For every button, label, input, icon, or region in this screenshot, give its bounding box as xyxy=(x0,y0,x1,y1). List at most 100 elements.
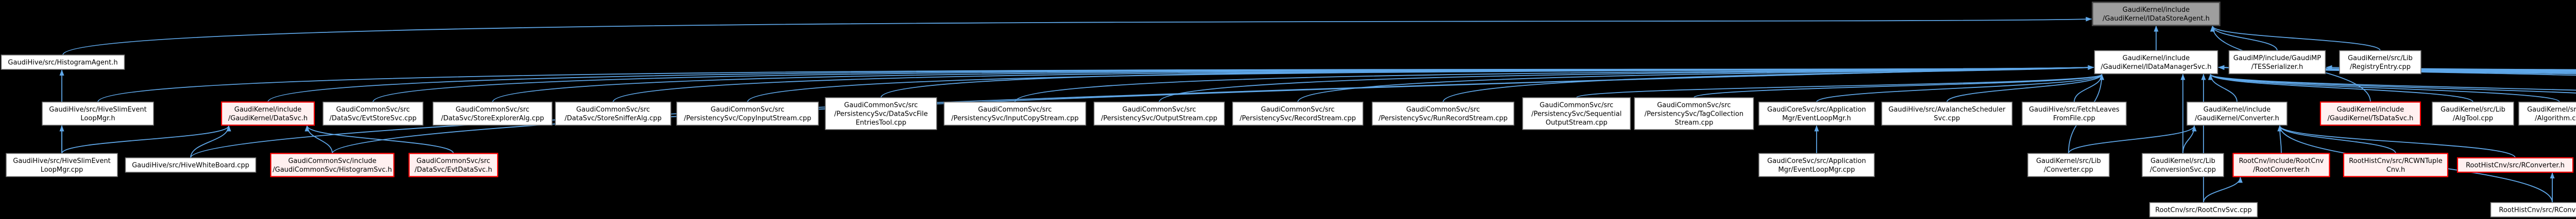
node-box-histogramagent[interactable] xyxy=(1,54,125,70)
node-label-datasvcfile-line1: GaudiCommonSvc/src xyxy=(844,102,918,110)
node-box-converter_h[interactable] xyxy=(2187,101,2287,126)
node-label-seqoutput-line1: GaudiCommonSvc/src xyxy=(1539,102,1613,110)
node-conversionsvc_cpp[interactable]: GaudiKernel/src/Lib/ConversionSvc.cpp xyxy=(2142,153,2224,177)
node-box-avalanche[interactable] xyxy=(1881,101,2013,126)
node-label-seqoutput-line2: /PersistencySvc/Sequential xyxy=(1531,111,1621,118)
node-label-conversionsvc_cpp-line1: GaudiKernel/src/Lib xyxy=(2150,157,2215,165)
node-box-copyinput[interactable] xyxy=(676,101,819,126)
node-box-datasvc[interactable] xyxy=(221,101,315,126)
node-box-recordstream[interactable] xyxy=(1232,101,1364,126)
node-box-rconverter_h[interactable] xyxy=(2456,157,2574,173)
node-converter_h[interactable]: GaudiKernel/include/GaudiKernel/Converte… xyxy=(2187,101,2287,126)
node-box-registryentry[interactable] xyxy=(2339,50,2421,75)
node-box-rconverter_cpp[interactable] xyxy=(2490,202,2576,217)
node-box-histogramsvc[interactable] xyxy=(270,153,395,177)
node-box-datasvcfile[interactable] xyxy=(825,97,937,130)
node-box-rcwntuplecnv_h[interactable] xyxy=(2343,153,2449,177)
node-evtdatasvc[interactable]: GaudiCommonSvc/src/DataSvc/EvtDataSvc.h xyxy=(408,153,499,177)
node-copyinput[interactable]: GaudiCommonSvc/src/PersistencySvc/CopyIn… xyxy=(676,101,819,126)
node-box-tesserializer_h[interactable] xyxy=(2228,50,2326,75)
node-recordstream[interactable]: GaudiCommonSvc/src/PersistencySvc/Record… xyxy=(1232,101,1364,126)
node-box-tsdatasvc[interactable] xyxy=(2319,101,2421,126)
node-box-outputstream[interactable] xyxy=(1093,101,1225,126)
node-runrecord[interactable]: GaudiCommonSvc/src/PersistencySvc/RunRec… xyxy=(1371,101,1515,126)
node-label-tesserializer_h-line2: /TESSerializer.h xyxy=(2251,63,2303,71)
node-box-conversionsvc_cpp[interactable] xyxy=(2142,153,2224,177)
node-algtool[interactable]: GaudiKernel/src/Lib/AlgTool.cpp xyxy=(2432,101,2514,126)
include-edge-converter_cpp-to-converter_h xyxy=(2068,125,2197,154)
node-converter_cpp[interactable]: GaudiKernel/src/Lib/Converter.cpp xyxy=(2027,153,2110,177)
node-box-storesniffer[interactable] xyxy=(555,101,671,126)
node-storesniffer[interactable]: GaudiCommonSvc/src/DataSvc/StoreSnifferA… xyxy=(555,101,671,126)
node-box-evtstore[interactable] xyxy=(323,101,423,126)
node-label-algorithm-line2: /Algorithm.cpp xyxy=(2535,115,2576,122)
node-label-datasvc-line2: /GaudiKernel/DataSvc.h xyxy=(228,115,308,122)
node-label-tesserializer_h-line1: GaudiMP/include/GaudiMP xyxy=(2233,54,2321,62)
node-idatamanagersvc[interactable]: GaudiKernel/include/GaudiKernel/IDataMan… xyxy=(2094,50,2218,75)
node-rootcnvsvc_cpp[interactable]: RootCnv/src/RootCnvSvc.cpp xyxy=(2149,202,2258,217)
node-label-fetchleaves-line1: GaudiHive/src/FetchLeaves xyxy=(2029,106,2120,114)
node-eventloopmgr_cpp[interactable]: GaudiCoreSvc/src/ApplicationMgr/EventLoo… xyxy=(1758,153,1875,177)
node-label-datasvc-line1: GaudiKernel/include xyxy=(234,106,301,114)
node-datasvcfile[interactable]: GaudiCommonSvc/src/PersistencySvc/DataSv… xyxy=(825,97,937,130)
node-eventloopmgr_h[interactable]: GaudiCoreSvc/src/ApplicationMgr/EventLoo… xyxy=(1758,101,1875,126)
node-registryentry[interactable]: GaudiKernel/src/Lib/RegistryEntry.cpp xyxy=(2339,50,2421,75)
node-box-converter_cpp[interactable] xyxy=(2027,153,2110,177)
node-box-inputcopy[interactable] xyxy=(943,101,1087,126)
node-seqoutput[interactable]: GaudiCommonSvc/src/PersistencySvc/Sequen… xyxy=(1522,97,1631,130)
node-label-eventloopmgr_cpp-line1: GaudiCoreSvc/src/Application xyxy=(1767,157,1866,165)
node-label-algtool-line2: /AlgTool.cpp xyxy=(2453,115,2493,122)
node-box-algorithm[interactable] xyxy=(2518,101,2576,126)
node-evtstore[interactable]: GaudiCommonSvc/src/DataSvc/EvtStoreSvc.c… xyxy=(323,101,423,126)
node-box-root[interactable] xyxy=(2092,2,2221,26)
node-root[interactable]: GaudiKernel/include/GaudiKernel/IDataSto… xyxy=(2092,2,2221,26)
include-edge-rconverter_h-to-converter_h xyxy=(2277,125,2516,158)
node-box-rootcnvsvc_cpp[interactable] xyxy=(2149,202,2258,217)
node-box-hiveslim_h[interactable] xyxy=(42,101,154,126)
node-rconverter_h[interactable]: RootHistCnv/src/RConverter.h xyxy=(2456,157,2574,173)
include-edge-evtdatasvc-to-datasvc xyxy=(304,125,454,154)
node-tagcollection[interactable]: GaudiCommonSvc/src/PersistencySvc/TagCol… xyxy=(1634,97,1754,130)
node-label-algorithm-line1: GaudiKernel/src/Lib xyxy=(2527,106,2576,114)
node-box-hiveslim_cpp[interactable] xyxy=(6,153,118,177)
node-box-hivewhiteboard[interactable] xyxy=(125,157,257,173)
node-box-fetchleaves[interactable] xyxy=(2022,101,2127,126)
node-datasvc[interactable]: GaudiKernel/include/GaudiKernel/DataSvc.… xyxy=(221,101,315,126)
node-label-rootconverter_h-line1: RootCnv/include/RootCnv xyxy=(2239,157,2324,165)
node-box-evtdatasvc[interactable] xyxy=(408,153,499,177)
node-box-storeexplorer[interactable] xyxy=(432,101,553,126)
node-histogramsvc[interactable]: GaudiCommonSvc/include/GaudiCommonSvc/Hi… xyxy=(270,153,395,177)
node-hivewhiteboard[interactable]: GaudiHive/src/HiveWhiteBoard.cpp xyxy=(125,157,257,173)
node-tesserializer_h[interactable]: GaudiMP/include/GaudiMP/TESSerializer.h xyxy=(2228,50,2326,75)
node-rconverter_cpp[interactable]: RootHistCnv/src/RConverter.cpp xyxy=(2490,202,2576,217)
node-box-idatamanagersvc[interactable] xyxy=(2094,50,2218,75)
node-label-runrecord-line1: GaudiCommonSvc/src xyxy=(1406,106,1480,114)
node-histogramagent[interactable]: GaudiHive/src/HistogramAgent.h xyxy=(1,54,125,70)
node-tsdatasvc[interactable]: GaudiKernel/include/GaudiKernel/TsDataSv… xyxy=(2319,101,2421,126)
node-label-tagcollection-line2: /PersistencySvc/TagCollection xyxy=(1645,111,1743,118)
node-storeexplorer[interactable]: GaudiCommonSvc/src/DataSvc/StoreExplorer… xyxy=(432,101,553,126)
node-box-tagcollection[interactable] xyxy=(1634,97,1754,130)
node-box-eventloopmgr_cpp[interactable] xyxy=(1758,153,1875,177)
node-rootconverter_h[interactable]: RootCnv/include/RootCnv/RootConverter.h xyxy=(2232,153,2330,177)
node-box-rootconverter_h[interactable] xyxy=(2232,153,2330,177)
node-box-seqoutput[interactable] xyxy=(1522,97,1631,130)
node-label-eventloopmgr_h-line1: GaudiCoreSvc/src/Application xyxy=(1767,106,1866,114)
node-inputcopy[interactable]: GaudiCommonSvc/src/PersistencySvc/InputC… xyxy=(943,101,1087,126)
node-box-algtool[interactable] xyxy=(2432,101,2514,126)
node-label-converter_cpp-line1: GaudiKernel/src/Lib xyxy=(2036,157,2101,165)
node-box-eventloopmgr_h[interactable] xyxy=(1758,101,1875,126)
node-box-runrecord[interactable] xyxy=(1371,101,1515,126)
node-label-rconverter_cpp-line1: RootHistCnv/src/RConverter.cpp xyxy=(2499,207,2576,214)
include-edge-seqoutput-to-idatamanagersvc xyxy=(1576,74,2104,98)
node-label-outputstream-line2: /PersistencySvc/OutputStream.cpp xyxy=(1101,115,1217,122)
node-algorithm[interactable]: GaudiKernel/src/Lib/Algorithm.cpp xyxy=(2518,101,2576,126)
node-outputstream[interactable]: GaudiCommonSvc/src/PersistencySvc/Output… xyxy=(1093,101,1225,126)
